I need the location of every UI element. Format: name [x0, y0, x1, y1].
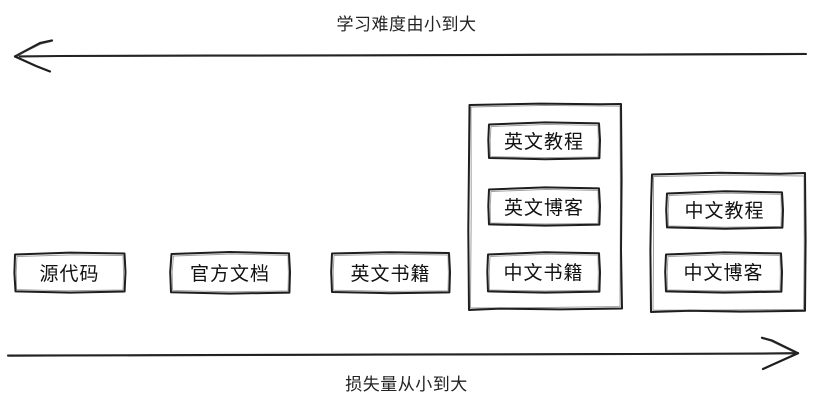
node-english-books-outline	[330, 251, 451, 295]
bottom-axis-arrow	[6, 336, 800, 371]
top-axis-label: 学习难度由小到大	[336, 15, 477, 34]
node-english-tutorial[interactable]	[488, 122, 600, 159]
bottom-axis-label: 损失量从小到大	[345, 375, 468, 394]
node-chinese-tutorial-outline	[665, 190, 784, 230]
node-chinese-books[interactable]	[487, 252, 600, 291]
node-chinese-blog-outline	[664, 251, 783, 294]
node-chinese-tutorial[interactable]	[666, 191, 783, 228]
node-english-blog[interactable]	[488, 187, 600, 225]
node-english-books[interactable]	[331, 251, 450, 293]
node-source-code[interactable]	[14, 252, 125, 293]
top-axis-arrow	[13, 39, 808, 73]
node-official-docs-outline	[169, 251, 291, 295]
node-chinese-blog[interactable]	[665, 252, 782, 291]
node-source-code-outline	[13, 251, 127, 294]
node-english-blog-outline	[487, 186, 601, 227]
node-english-tutorial-outline	[487, 121, 601, 161]
chinese-resources-group-outline	[649, 171, 807, 313]
node-chinese-books-outline	[486, 251, 601, 294]
node-official-docs[interactable]	[170, 251, 290, 293]
english-resources-group-outline	[467, 102, 623, 311]
